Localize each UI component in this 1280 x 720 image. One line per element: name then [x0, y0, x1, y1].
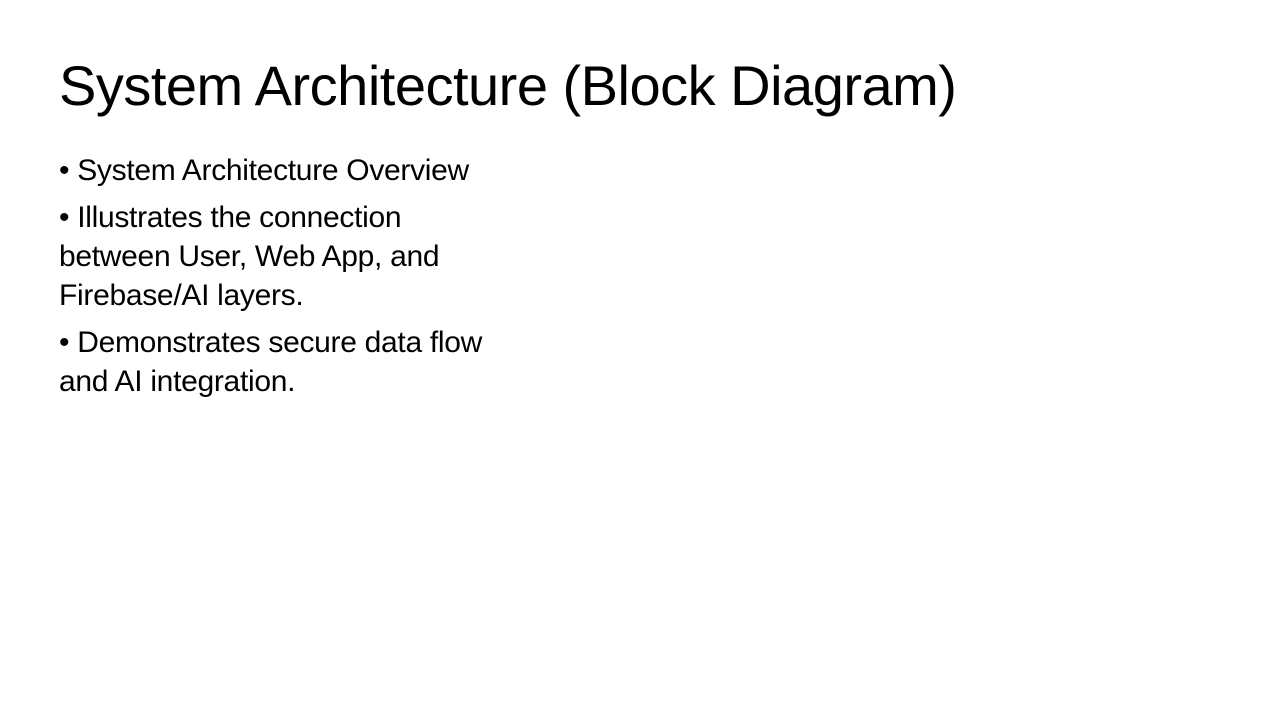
bullet-item: •System Architecture Overview: [59, 151, 679, 190]
bullet-list: •System Architecture Overview •Illustrat…: [59, 151, 679, 409]
bullet-text-line: and AI integration.: [59, 365, 296, 398]
bullet-item: •Illustrates the connection between User,…: [59, 198, 679, 315]
bullet-marker: •: [59, 154, 70, 187]
bullet-text-line: Demonstrates secure data flow: [77, 326, 483, 359]
bullet-marker: •: [59, 326, 70, 359]
bullet-item: •Demonstrates secure data flow and AI int…: [59, 323, 679, 401]
slide-title: System Architecture (Block Diagram): [59, 54, 957, 117]
bullet-marker: •: [59, 201, 70, 234]
bullet-text-line: System Architecture Overview: [77, 154, 469, 187]
bullet-text-line: between User, Web App, and: [59, 240, 440, 273]
bullet-text-line: Illustrates the connection: [77, 201, 402, 234]
bullet-text-line: Firebase/AI layers.: [59, 279, 304, 312]
